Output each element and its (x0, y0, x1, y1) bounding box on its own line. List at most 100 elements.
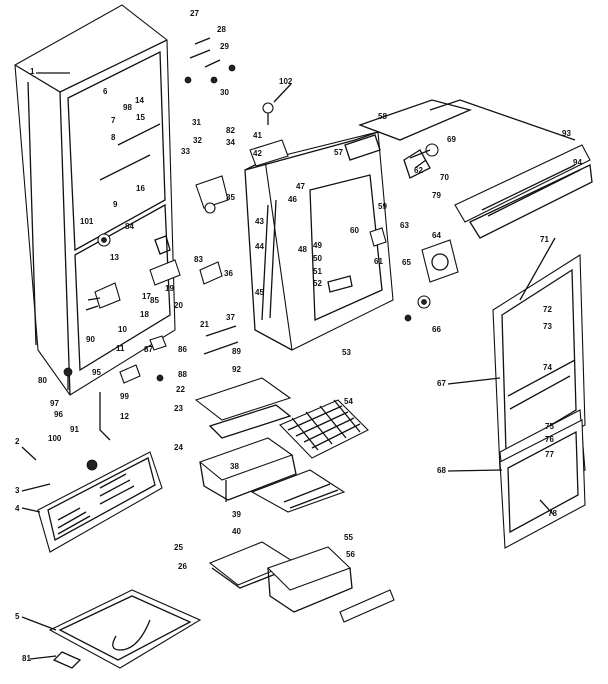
callout-32: 32 (193, 136, 202, 145)
callout-13: 13 (110, 253, 119, 262)
callout-102: 102 (279, 77, 293, 86)
callout-98: 98 (123, 103, 132, 112)
callout-90: 90 (86, 335, 95, 344)
callout-85: 85 (150, 296, 159, 305)
callout-59: 59 (378, 202, 387, 211)
callout-101: 101 (80, 217, 94, 226)
callout-66: 66 (432, 325, 441, 334)
callout-76: 76 (545, 435, 554, 444)
callout-26: 26 (178, 562, 187, 571)
callout-77: 77 (545, 450, 554, 459)
callout-67: 67 (437, 379, 446, 388)
callout-71: 71 (540, 235, 549, 244)
callout-60: 60 (350, 226, 359, 235)
callout-74: 74 (543, 363, 552, 372)
callout-39: 39 (232, 510, 241, 519)
control-panel (37, 451, 163, 553)
callout-64: 64 (432, 231, 441, 240)
callout-61: 61 (374, 257, 383, 266)
callout-42: 42 (253, 149, 262, 158)
callout-78: 78 (548, 509, 557, 518)
callout-28: 28 (217, 25, 226, 34)
callout-97: 97 (50, 399, 59, 408)
callout-7: 7 (111, 116, 116, 125)
callout-22: 22 (176, 385, 185, 394)
handle-strip (339, 589, 395, 623)
callout-50: 50 (313, 254, 322, 263)
callout-70: 70 (440, 173, 449, 182)
callout-35: 35 (226, 193, 235, 202)
callout-25: 25 (174, 543, 183, 552)
callout-53: 53 (342, 348, 351, 357)
callout-83: 83 (194, 255, 203, 264)
cabinet-shell (14, 4, 176, 396)
callout-37: 37 (226, 313, 235, 322)
callout-1: 1 (30, 67, 35, 76)
callout-36: 36 (224, 269, 233, 278)
callout-5: 5 (15, 612, 20, 621)
drip-tray (48, 589, 202, 669)
callout-49: 49 (313, 241, 322, 250)
fan-motor-assembly (369, 143, 459, 322)
callout-16: 16 (136, 184, 145, 193)
callout-82: 82 (226, 126, 235, 135)
callout-43: 43 (255, 217, 264, 226)
callout-51: 51 (313, 267, 322, 276)
callout-6: 6 (103, 87, 108, 96)
center-drawers (194, 377, 353, 613)
callout-2: 2 (15, 437, 20, 446)
callout-24: 24 (174, 443, 183, 452)
callout-95: 95 (92, 368, 101, 377)
callout-65: 65 (402, 258, 411, 267)
callout-45: 45 (255, 288, 264, 297)
callout-38: 38 (230, 462, 239, 471)
center-hardware (149, 37, 289, 355)
callout-33: 33 (181, 147, 190, 156)
callout-87: 87 (144, 345, 153, 354)
callout-100: 100 (48, 434, 62, 443)
callout-14: 14 (135, 96, 144, 105)
callout-9: 9 (113, 200, 118, 209)
callout-99: 99 (120, 392, 129, 401)
upper-bracket (344, 99, 472, 179)
callout-46: 46 (288, 195, 297, 204)
callout-94: 94 (573, 158, 582, 167)
callout-92: 92 (232, 365, 241, 374)
callout-18: 18 (140, 310, 149, 319)
callout-58: 58 (378, 112, 387, 121)
left-small-parts (63, 233, 164, 441)
callout-52: 52 (313, 279, 322, 288)
inner-liner (244, 131, 394, 351)
callout-86: 86 (178, 345, 187, 354)
callout-48: 48 (298, 245, 307, 254)
callout-89: 89 (232, 347, 241, 356)
leader-lines (21, 72, 556, 660)
callout-47: 47 (296, 182, 305, 191)
callout-93: 93 (562, 129, 571, 138)
callout-11: 11 (116, 344, 125, 353)
callout-20: 20 (174, 301, 183, 310)
callout-75: 75 (545, 422, 554, 431)
callout-10: 10 (118, 325, 127, 334)
wire-basket (279, 399, 369, 459)
callout-44: 44 (255, 242, 264, 251)
callout-73: 73 (543, 322, 552, 331)
callout-27: 27 (190, 9, 199, 18)
callout-80: 80 (38, 376, 47, 385)
callout-40: 40 (232, 527, 241, 536)
callout-15: 15 (136, 113, 145, 122)
callout-91: 91 (70, 425, 79, 434)
callout-41: 41 (253, 131, 262, 140)
callout-30: 30 (220, 88, 229, 97)
callout-68: 68 (437, 466, 446, 475)
callout-17: 17 (142, 292, 151, 301)
callout-81: 81 (22, 654, 31, 663)
callout-8: 8 (111, 133, 116, 142)
callout-21: 21 (200, 320, 209, 329)
callout-57: 57 (334, 148, 343, 157)
callout-84: 84 (125, 222, 134, 231)
callout-12: 12 (120, 412, 129, 421)
door-gaskets (492, 254, 586, 549)
callout-88: 88 (178, 370, 187, 379)
